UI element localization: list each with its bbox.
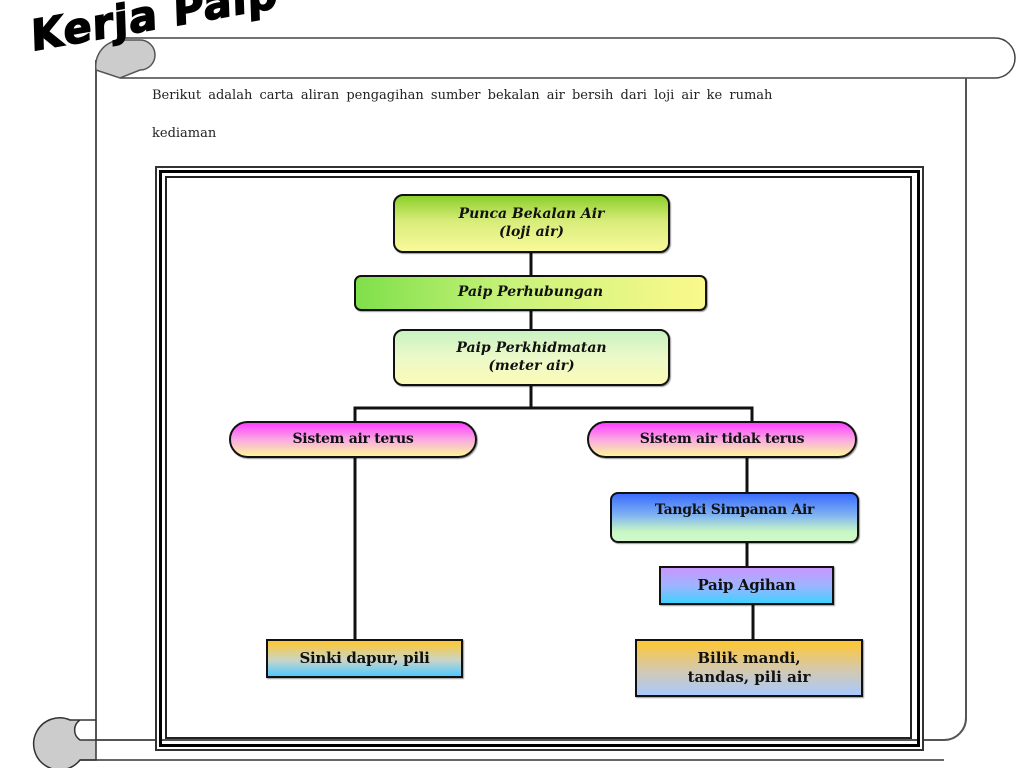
node-paip-agihan: Paip Agihan xyxy=(659,566,834,605)
intro-line-1: Berikut adalah carta aliran pengagihan s… xyxy=(152,88,773,103)
node-tangki-simpanan-air: Tangki Simpanan Air xyxy=(610,492,859,543)
scroll-page xyxy=(95,60,967,741)
node-tidak-terus-label: Sistem air tidak terus xyxy=(639,430,805,447)
node-bilik-mandi: Bilik mandi, tandas, pili air xyxy=(635,639,863,697)
node-paip-perhubungan: Paip Perhubungan xyxy=(354,275,707,311)
node-punca-line1: Punca Bekalan Air xyxy=(458,206,605,222)
node-bilik-line1: Bilik mandi, xyxy=(697,649,801,668)
node-terus-label: Sistem air terus xyxy=(292,430,414,447)
scroll-top-curl xyxy=(94,39,156,79)
intro-text: Berikut adalah carta aliran pengagihan s… xyxy=(152,77,952,153)
node-punca-line2: (loji air) xyxy=(499,223,564,240)
node-sinki-dapur-pili: Sinki dapur, pili xyxy=(266,639,463,678)
scroll-bottom-curl xyxy=(32,717,97,768)
node-perkhidmatan-line1: Paip Perkhidmatan xyxy=(456,340,607,356)
intro-line-2: kediaman xyxy=(152,126,217,141)
diagram-frame-inner xyxy=(165,176,912,739)
node-paip-perkhidmatan: Paip Perkhidmatan (meter air) xyxy=(393,329,670,386)
node-tangki-label: Tangki Simpanan Air xyxy=(654,501,815,518)
node-perhubungan-label: Paip Perhubungan xyxy=(457,284,604,301)
scroll-top-roll xyxy=(120,37,1016,79)
diagram-frame xyxy=(159,170,920,747)
node-sistem-air-tidak-terus: Sistem air tidak terus xyxy=(587,421,857,458)
node-sinki-label: Sinki dapur, pili xyxy=(299,649,430,668)
node-perkhidmatan-line2: (meter air) xyxy=(488,357,575,374)
node-punca-bekalan-air: Punca Bekalan Air (loji air) xyxy=(393,194,670,253)
node-bilik-line2: tandas, pili air xyxy=(687,668,811,686)
node-agihan-label: Paip Agihan xyxy=(697,576,796,595)
node-sistem-air-terus: Sistem air terus xyxy=(229,421,477,458)
